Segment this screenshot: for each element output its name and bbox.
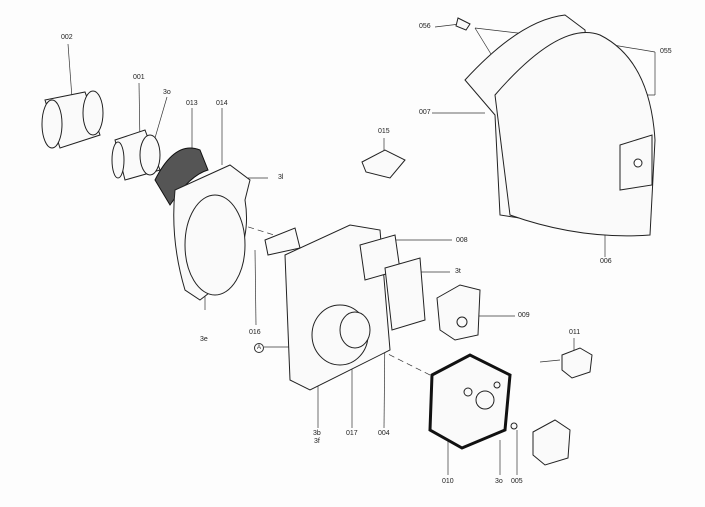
cover-hood — [455, 14, 656, 237]
label-008: 008 — [456, 237, 468, 244]
label-3o-top: 3o — [163, 89, 171, 96]
blast-tube-002 — [41, 90, 104, 149]
label-056: 056 — [419, 23, 431, 30]
label-3f: 3f — [314, 438, 320, 445]
label-013: 013 — [186, 100, 198, 107]
combustion-head-001 — [111, 129, 161, 181]
label-017: 017 — [346, 430, 358, 437]
label-055: 055 — [660, 48, 672, 55]
label-014: 014 — [216, 100, 228, 107]
cover-part-009 — [436, 284, 481, 341]
ignition-transformer-015 — [361, 149, 406, 179]
label-009: 009 — [518, 312, 530, 319]
label-006: 006 — [600, 258, 612, 265]
label-3o-bottom: 3o — [495, 478, 503, 485]
label-004: 004 — [378, 430, 390, 437]
solenoid-011 — [561, 347, 593, 379]
label-A: A — [254, 343, 264, 353]
label-007: 007 — [419, 109, 431, 116]
oil-pump — [510, 419, 571, 466]
burner-housing-014 — [173, 164, 251, 301]
label-011: 011 — [569, 329, 581, 336]
pump-cover-010 — [428, 353, 512, 450]
label-005: 005 — [511, 478, 523, 485]
label-015: 015 — [378, 128, 390, 135]
label-001: 001 — [133, 74, 145, 81]
label-010: 010 — [442, 478, 454, 485]
label-3l: 3l — [278, 174, 284, 181]
label-3b: 3b — [313, 430, 321, 437]
label-3e: 3e — [200, 336, 208, 343]
label-002: 002 — [61, 34, 73, 41]
label-016: 016 — [249, 329, 261, 336]
mounting-plate — [264, 224, 426, 391]
label-3t: 3t — [455, 268, 461, 275]
